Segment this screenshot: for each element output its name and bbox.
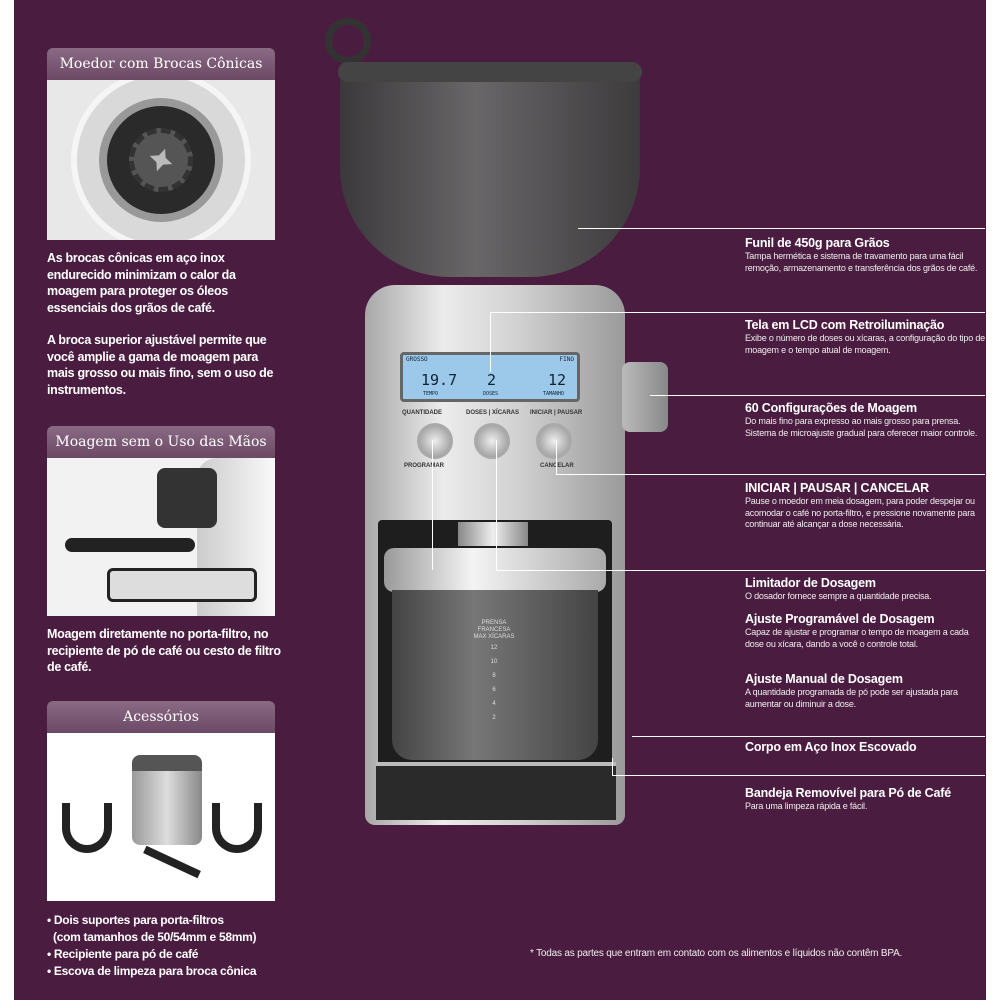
callout-line — [490, 312, 985, 313]
panel-title: Acessórios — [47, 701, 275, 733]
feature-steel-body: Corpo em Aço Inox Escovado — [745, 740, 985, 755]
label-start: INICIAR | PAUSAR — [530, 410, 583, 416]
accessories-list: • Dois suportes para porta-filtros (com … — [47, 912, 257, 980]
handsfree-text: Moagem diretamente no porta-filtro, no r… — [47, 627, 281, 674]
panel-title: Moedor com Brocas Cônicas — [47, 48, 275, 80]
burr-description: As brocas cônicas em aço inox endurecido… — [47, 250, 287, 414]
grounds-container: PRENSA FRANCESA MAX XÍCARAS 12 10 8 6 4 … — [392, 590, 598, 760]
accessories-image — [47, 733, 275, 901]
lcd-doses-label: DOSES — [483, 391, 499, 397]
handsfree-panel: Moagem sem o Uso das Mãos — [47, 426, 275, 616]
feature-title: INICIAR | PAUSAR | CANCELAR — [745, 481, 930, 495]
feature-text: Pause o moedor em meia dosagem, para pod… — [745, 496, 975, 529]
lcd-coarse: GROSSO — [406, 356, 428, 363]
callout-line — [650, 395, 985, 396]
accessory-item: • Escova de limpeza para broca cônica — [47, 964, 257, 978]
scale-mark: 4 — [492, 701, 496, 707]
callout-line — [496, 440, 497, 570]
callout-line — [632, 736, 985, 737]
feature-text: A quantidade programada de pó pode ser a… — [745, 687, 958, 709]
feature-text: Para uma limpeza rápida e fácil. — [745, 801, 868, 811]
callout-line — [612, 775, 985, 776]
feature-title: Funil de 450g para Grãos — [745, 236, 890, 250]
feature-text: Tampa hermética e sistema de travamento … — [745, 251, 978, 273]
burr-panel: Moedor com Brocas Cônicas — [47, 48, 275, 240]
label-quantity: QUANTIDADE — [402, 410, 442, 416]
accessories-panel: Acessórios — [47, 701, 275, 901]
feature-title: Limitador de Dosagem — [745, 576, 876, 590]
lcd-size: 12 — [548, 371, 567, 389]
lcd-fine: FINO — [559, 356, 574, 363]
callout-line — [578, 228, 985, 229]
callout-line — [612, 758, 613, 776]
accessory-item: • Dois suportes para porta-filtros — [47, 913, 224, 927]
callout-line — [432, 440, 433, 570]
feature-text: Capaz de ajustar e programar o tempo de … — [745, 627, 969, 649]
accessory-item: • Recipiente para pó de café — [47, 947, 199, 961]
feature-text: Exibe o número de doses ou xícaras, a co… — [745, 333, 985, 355]
feature-title: Ajuste Programável de Dosagem — [745, 612, 935, 626]
lcd-doses: 2 — [487, 371, 497, 389]
feature-title: Ajuste Manual de Dosagem — [745, 672, 903, 686]
feature-title: Bandeja Removível para Pó de Café — [745, 786, 951, 800]
handsfree-image — [47, 458, 275, 616]
grounds-tray[interactable] — [376, 762, 616, 820]
scale-label: MAX XÍCARAS — [473, 634, 515, 640]
callout-line — [496, 570, 985, 571]
feature-text: Do mais fino para expresso ao mais gross… — [745, 416, 978, 438]
bpa-footnote: * Todas as partes que entram em contato … — [530, 948, 903, 959]
handsfree-description: Moagem diretamente no porta-filtro, no r… — [47, 626, 287, 692]
feature-text: O dosador fornece sempre a quantidade pr… — [745, 591, 932, 601]
callout-line — [556, 440, 557, 474]
label-program: PROGRAMAR — [404, 463, 444, 469]
scale-mark: 12 — [490, 645, 498, 651]
feature-title: Corpo em Aço Inox Escovado — [745, 740, 917, 754]
burr-image — [47, 80, 275, 240]
lcd-time-label: TEMPO — [423, 391, 439, 397]
scale-label: PRENSA FRANCESA — [477, 620, 511, 633]
lcd-time: 19.7 — [421, 371, 458, 389]
grind-dial — [622, 362, 668, 432]
bean-hopper — [340, 62, 640, 277]
label-doses: DOSES | XÍCARAS — [466, 410, 520, 416]
scale-mark: 2 — [492, 715, 496, 721]
quantity-dial[interactable] — [417, 423, 453, 459]
burr-text-1: As brocas cônicas em aço inox endurecido… — [47, 251, 236, 315]
scale-mark: 6 — [492, 687, 496, 693]
callout-line — [556, 474, 985, 475]
callout-line — [490, 312, 491, 372]
panel-title: Moagem sem o Uso das Mãos — [47, 426, 275, 458]
doses-button[interactable] — [474, 423, 510, 459]
burr-text-2: A broca superior ajustável permite que v… — [47, 333, 274, 397]
feature-title: 60 Configurações de Moagem — [745, 401, 917, 415]
feature-title: Tela em LCD com Retroiluminação — [745, 318, 945, 332]
start-pause-button[interactable] — [536, 423, 572, 459]
lcd-size-label: TAMANHO — [543, 391, 565, 397]
scale-mark: 8 — [492, 673, 496, 679]
scale-mark: 10 — [490, 659, 498, 665]
accessory-item: (com tamanhos de 50/54mm e 58mm) — [53, 930, 257, 944]
